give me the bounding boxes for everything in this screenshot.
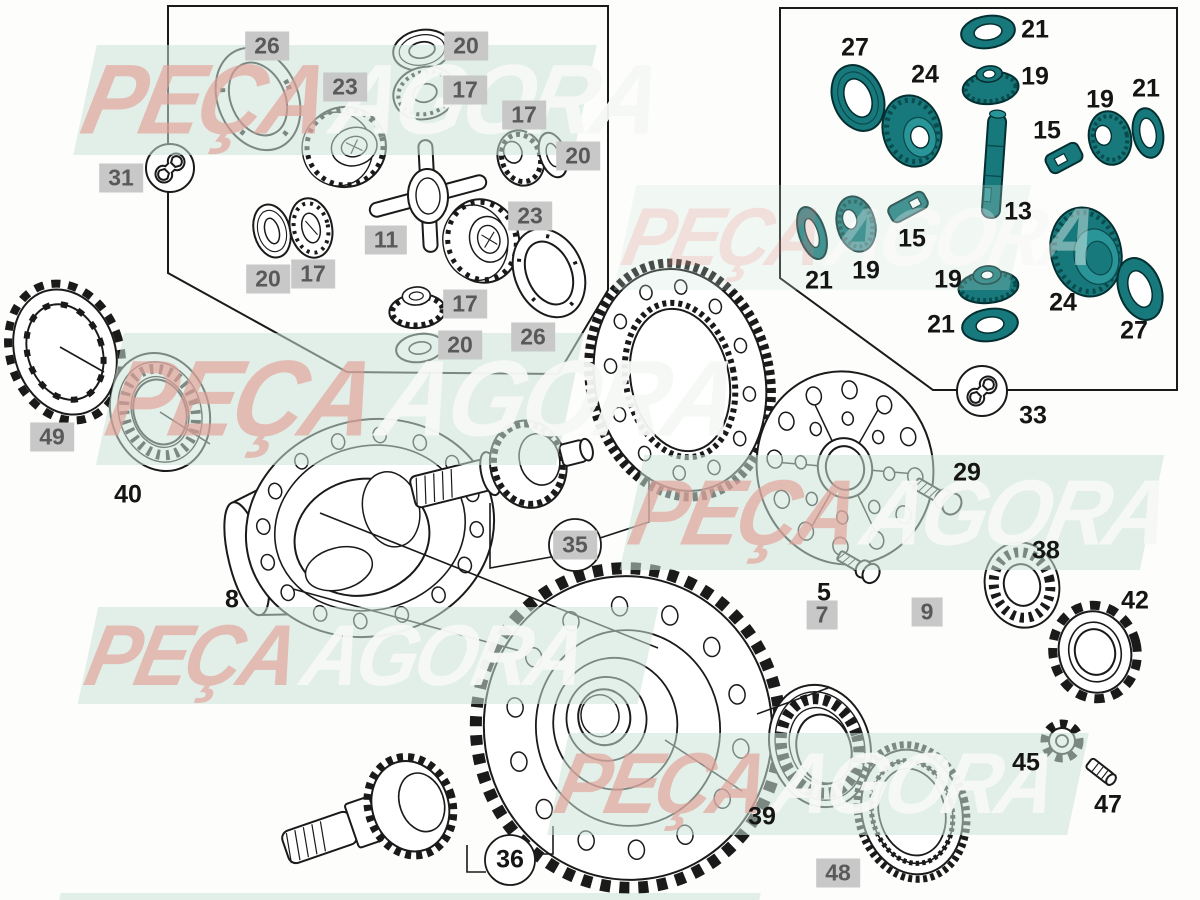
part-label-48: 48 (816, 858, 860, 888)
part-label-24: 24 (911, 60, 939, 89)
part-label-17: 17 (443, 75, 487, 105)
part-label-17: 17 (502, 100, 546, 130)
detail-box-right (779, 7, 1178, 391)
part-label-26: 26 (245, 31, 289, 61)
part-bevel-gear-19 (1087, 110, 1133, 166)
part-label-19: 19 (934, 265, 962, 294)
part-label-7: 7 (806, 600, 838, 630)
part-label-27: 27 (1120, 316, 1148, 345)
part-label-11: 11 (364, 225, 408, 255)
part-label-45: 45 (1012, 748, 1040, 777)
part-ring-26 (511, 227, 587, 319)
part-label-20: 20 (444, 31, 488, 61)
part-label-8: 8 (225, 585, 239, 614)
part-label-15: 15 (898, 224, 926, 253)
part-pin-15 (887, 190, 929, 224)
part-label-19: 19 (1021, 62, 1049, 91)
part-washer-21 (961, 307, 1019, 343)
part-label-26: 26 (511, 322, 555, 352)
part-label-39: 39 (748, 802, 776, 831)
part-label-29: 29 (953, 458, 981, 487)
part-gear-23 (442, 198, 521, 284)
part-label-21: 21 (1132, 74, 1160, 103)
circle-callout-36 (484, 834, 536, 886)
part-label-40: 40 (114, 480, 142, 509)
part-label-17: 17 (443, 289, 487, 319)
part-label-27: 27 (841, 33, 869, 62)
part-pin-47 (1085, 757, 1117, 786)
part-label-23: 23 (323, 72, 367, 102)
part-bevel-gear-19 (835, 195, 877, 253)
part-label-24: 24 (1049, 288, 1077, 317)
right-box-parts (796, 14, 1165, 343)
part-label-21: 21 (927, 310, 955, 339)
part-label-42: 42 (1121, 586, 1149, 615)
part-label-20: 20 (246, 264, 290, 294)
part-bevel-gear-24 (1049, 206, 1123, 298)
part-label-31: 31 (99, 163, 143, 193)
part-label-5: 5 (817, 578, 831, 607)
left-box-parts (214, 28, 587, 364)
part-label-49: 49 (30, 422, 74, 452)
part-label-23: 23 (508, 201, 552, 231)
part-label-21: 21 (805, 266, 833, 295)
part-crown-gear (584, 258, 776, 502)
part-bevel-gear-24 (881, 94, 943, 168)
part-spider-cross-11 (368, 139, 488, 253)
wrench-callout-31 (145, 143, 195, 193)
part-gear-23 (301, 105, 387, 189)
part-diff-case-8 (223, 417, 496, 639)
part-ring-27 (830, 64, 886, 132)
main-parts (4, 258, 1142, 894)
part-locknut-42 (1048, 600, 1142, 704)
part-label-33: 33 (1019, 401, 1047, 430)
part-label-20: 20 (556, 141, 600, 171)
part-label-21: 21 (1021, 15, 1049, 44)
part-washer-21 (960, 14, 1016, 50)
part-shaft-13 (980, 109, 1008, 219)
part-pinion-17 (388, 286, 447, 330)
part-ring-27 (1116, 257, 1164, 321)
part-gear-17 (288, 197, 334, 259)
part-washer-21 (796, 206, 828, 260)
part-label-17: 17 (291, 259, 335, 289)
part-label-47: 47 (1094, 790, 1122, 819)
part-label-15: 15 (1033, 116, 1061, 145)
wrench-icon (966, 375, 998, 407)
part-bevel-gear-19 (961, 65, 1020, 106)
part-label-19: 19 (1086, 85, 1114, 114)
part-star-washer-45 (1040, 719, 1084, 763)
wrench-icon (154, 152, 186, 184)
part-label-13: 13 (1004, 197, 1032, 226)
part-label-36: 36 (496, 845, 524, 874)
part-washer-20 (252, 203, 292, 259)
part-label-35: 35 (553, 530, 597, 560)
part-bevel-gear-19 (957, 265, 1020, 305)
part-key-15 (1044, 141, 1084, 175)
part-label-20: 20 (438, 330, 482, 360)
part-label-9: 9 (911, 597, 943, 627)
part-ring-21 (1131, 107, 1165, 159)
part-label-19: 19 (852, 256, 880, 285)
part-bevel-pinion (281, 753, 458, 865)
wrench-callout-33 (956, 365, 1008, 417)
part-label-38: 38 (1032, 536, 1060, 565)
